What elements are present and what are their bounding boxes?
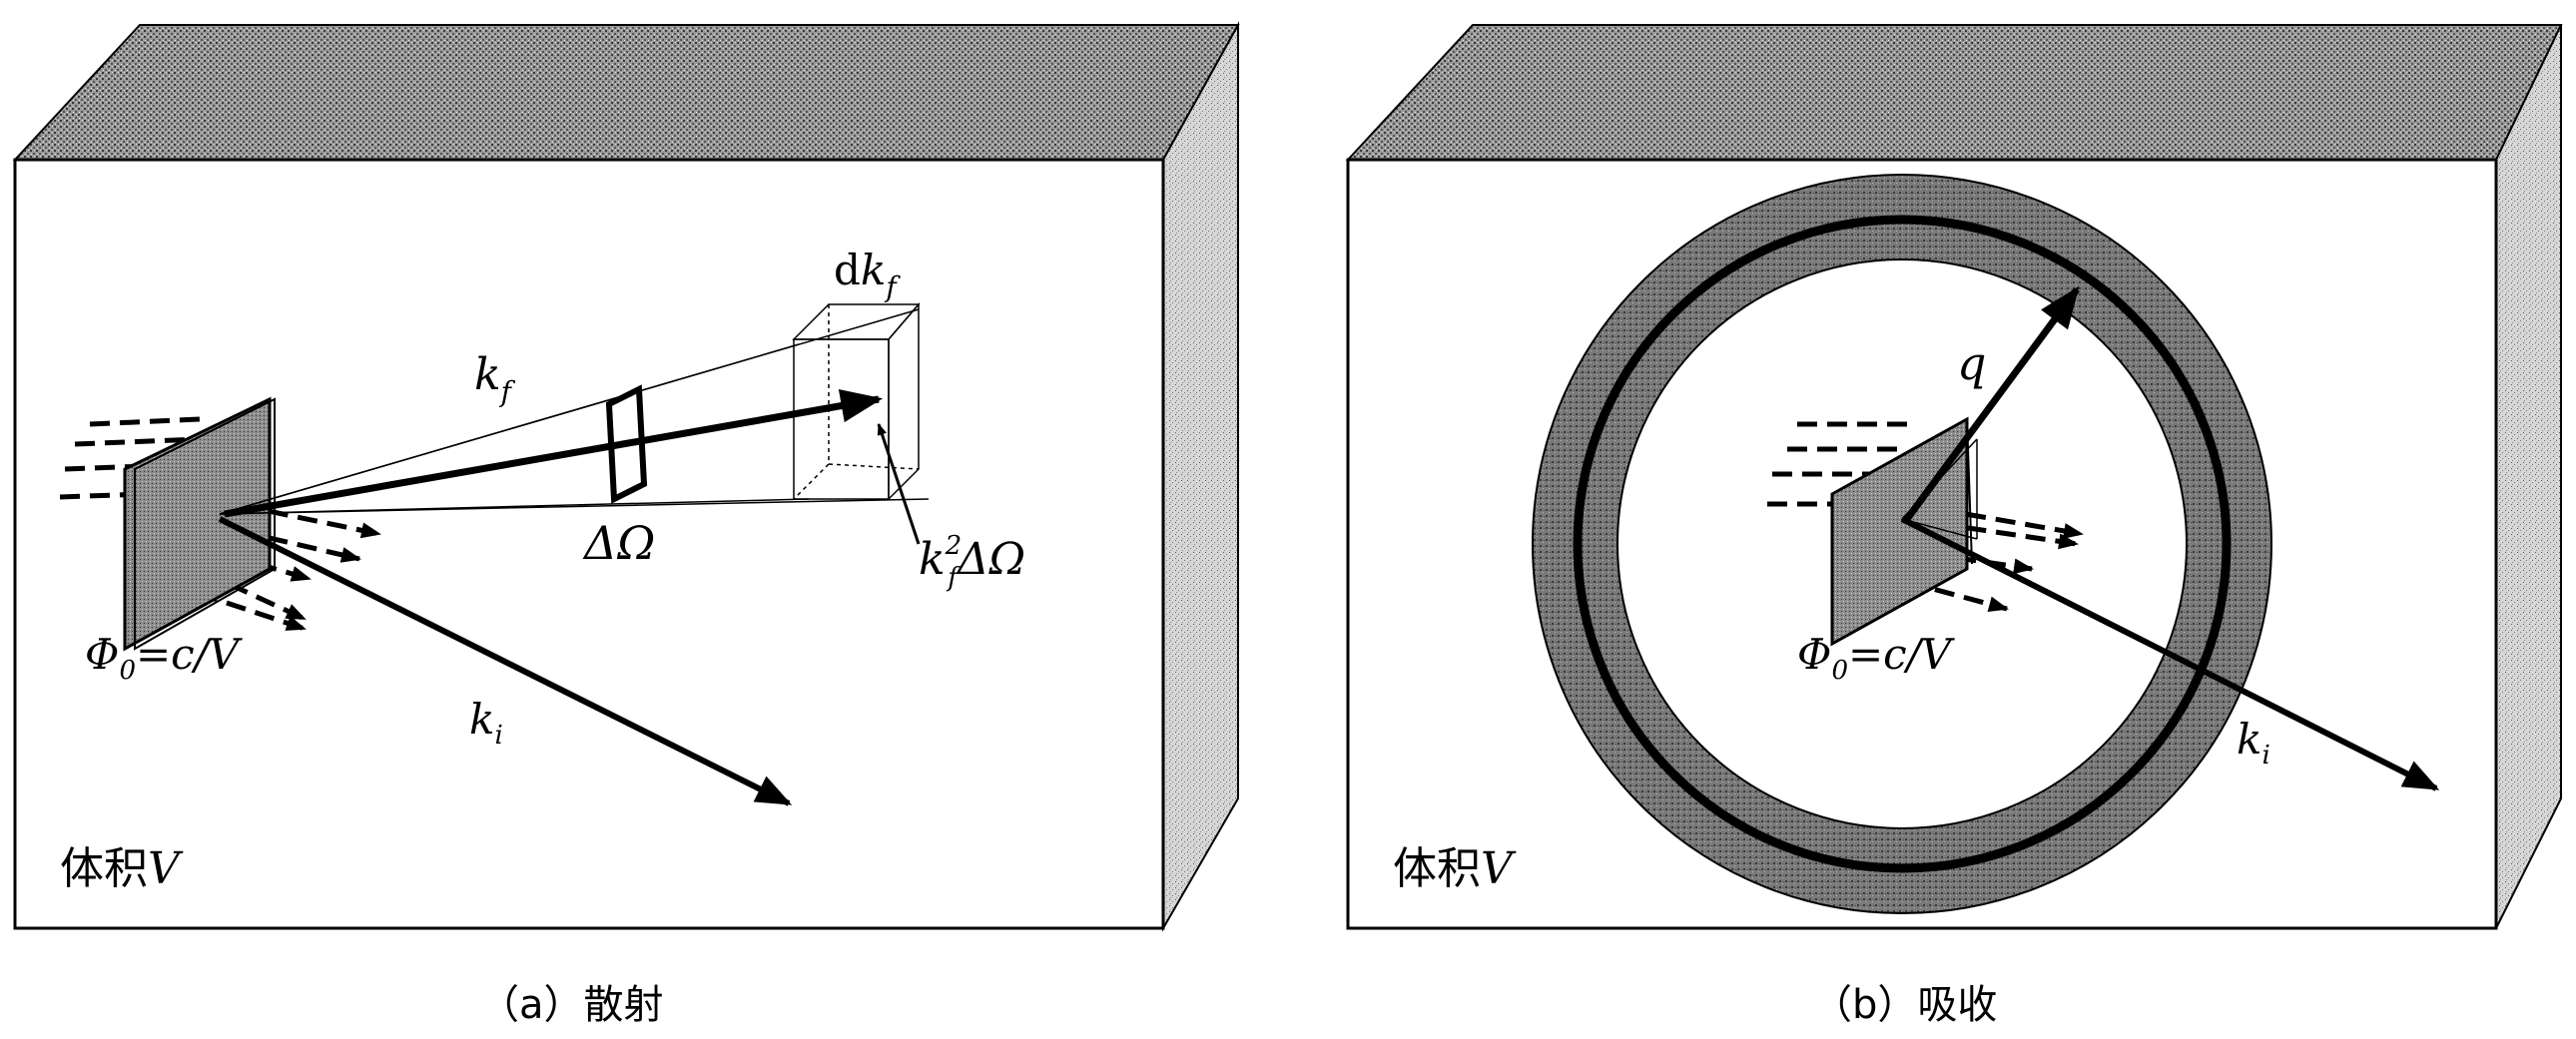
sample-plate-a-front xyxy=(134,397,276,651)
q-sphere xyxy=(1573,215,2232,873)
box-a-side xyxy=(1162,21,1239,932)
volume-label-a: 体积V xyxy=(60,843,184,894)
delta-omega-label: ΔΩ xyxy=(582,516,655,570)
ki-label-b: ki xyxy=(2237,715,2270,771)
ki-label-a: ki xyxy=(469,695,503,751)
volume-label-b: 体积V xyxy=(1393,843,1517,894)
box-b-top xyxy=(1345,24,2563,161)
dkf-volume xyxy=(792,301,921,501)
ki-arrow-b xyxy=(1900,516,2440,791)
dkf-label: dkf xyxy=(834,246,901,303)
scattering-cone xyxy=(219,308,930,515)
panel-b: q Φ0=c/V ki 体积V xyxy=(1345,24,2563,930)
caption-a: （a）散射 xyxy=(479,982,664,1028)
phi-label-b: Φ0=c/V xyxy=(1797,630,1955,686)
k2-leader xyxy=(877,422,921,545)
sample-plate-a xyxy=(123,396,272,652)
box-a-top xyxy=(12,24,1240,161)
q-arrow xyxy=(1904,285,2080,522)
sample-plate-b-edge xyxy=(1966,418,1973,565)
phi-label-a: Φ0=c/V xyxy=(85,630,243,686)
box-b-side xyxy=(2495,24,2562,929)
kf-arrow xyxy=(224,388,884,518)
ki-arrow-a xyxy=(218,516,793,806)
caption-b: （b）吸收 xyxy=(1812,982,1997,1028)
q-label: q xyxy=(1957,336,1986,390)
sample-plate-b xyxy=(1830,416,1969,647)
solid-angle-aperture xyxy=(605,384,648,504)
